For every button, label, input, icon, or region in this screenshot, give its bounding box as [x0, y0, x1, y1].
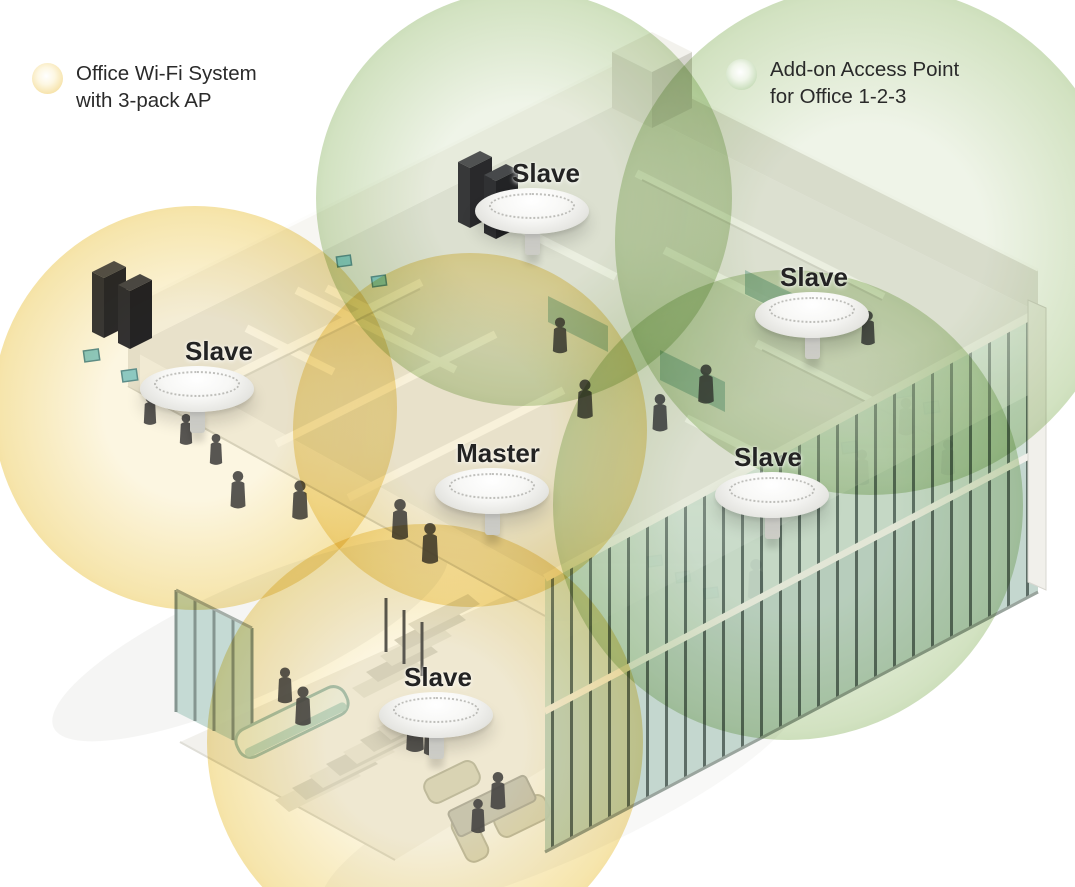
access-point-label: Slave	[734, 442, 802, 472]
access-point-mount	[428, 733, 444, 759]
access-point-device	[140, 366, 254, 412]
access-point-label: Slave	[185, 336, 253, 366]
access-point-mount	[189, 407, 205, 433]
access-point-slave-4: Slave	[715, 442, 829, 539]
access-point-master-3: Master	[435, 438, 549, 535]
access-point-label: Slave	[404, 662, 472, 692]
access-point-label: Master	[456, 438, 540, 468]
coverage-swatch-yellow-icon	[32, 63, 63, 94]
legend-add-on-ap-label: Add-on Access Point for Office 1-2-3	[770, 58, 960, 108]
access-point-slave-5: Slave	[379, 662, 493, 759]
access-point-device	[715, 472, 829, 518]
access-point-label: Slave	[512, 158, 580, 188]
access-point-label: Slave	[780, 262, 848, 292]
access-point-device	[755, 292, 869, 338]
access-point-device	[435, 468, 549, 514]
access-point-mount	[764, 513, 780, 539]
access-point-mount	[804, 333, 820, 359]
coverage-swatch-green-icon	[726, 59, 757, 90]
access-point-slave-2: Slave	[755, 262, 869, 359]
access-point-device	[475, 188, 589, 234]
access-point-slave-0: Slave	[475, 158, 589, 255]
access-point-slave-1: Slave	[140, 336, 254, 433]
access-point-mount	[484, 509, 500, 535]
legend-add-on-access-point: Add-on Access Point for Office 1-2-3	[726, 56, 959, 110]
access-point-device	[379, 692, 493, 738]
legend-office-wifi-system: Office Wi-Fi System with 3-pack AP	[32, 60, 257, 114]
legend-office-wifi-label: Office Wi-Fi System with 3-pack AP	[76, 62, 257, 112]
access-point-mount	[524, 229, 540, 255]
